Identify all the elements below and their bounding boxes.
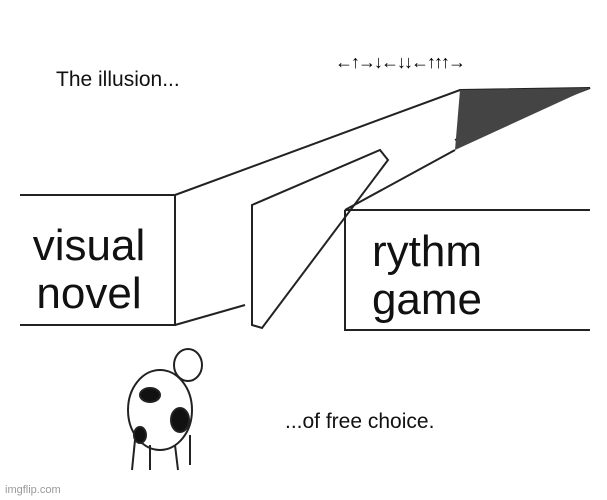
- left-path-label: visual novel: [20, 222, 158, 318]
- watermark: imgflip.com: [5, 484, 61, 496]
- rhythm-arrow-sequence: ←↑→↓←↓↓←↑↑↑→: [335, 52, 466, 72]
- left-label-line: novel: [36, 269, 142, 318]
- cow-drawing: [127, 348, 203, 471]
- right-path-label: rythm game: [352, 228, 502, 324]
- top-caption: The illusion...: [56, 68, 180, 91]
- right-label-line: rythm: [372, 227, 482, 276]
- left-label-line: visual: [32, 221, 146, 270]
- right-label-line: game: [371, 275, 483, 324]
- bottom-caption: ...of free choice.: [285, 410, 435, 433]
